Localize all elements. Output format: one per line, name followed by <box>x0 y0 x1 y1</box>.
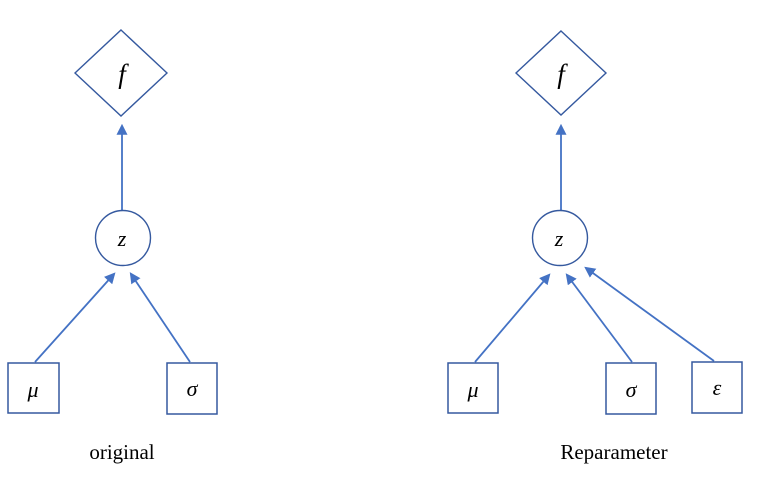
edge-mu-to-z <box>34 272 116 363</box>
z-label: z <box>117 226 127 251</box>
f-diamond <box>73 29 169 117</box>
sigma-label: σ <box>187 376 199 401</box>
z-label: z <box>554 226 564 251</box>
diagram-original: f z μ σ original <box>7 29 218 464</box>
caption-reparameter: Reparameter <box>560 440 667 464</box>
sigma-box <box>166 362 218 415</box>
caption-original: original <box>89 440 154 464</box>
sigma-label: σ <box>626 377 638 402</box>
z-circle <box>94 209 152 267</box>
sigma-box <box>605 362 657 415</box>
mu-label: μ <box>26 377 38 402</box>
mu-label: μ <box>466 377 478 402</box>
edge-sigma-to-z <box>565 273 633 363</box>
edge-mu-to-z <box>474 273 551 363</box>
f-label: f <box>557 59 568 89</box>
epsilon-box <box>691 361 743 414</box>
edge-sigma-to-z <box>129 272 191 363</box>
f-label: f <box>118 59 129 89</box>
epsilon-label: ε <box>713 375 722 400</box>
z-circle <box>531 209 589 267</box>
diagram-reparameter: f z μ σ ε Reparameter <box>447 30 743 464</box>
f-diamond <box>514 30 608 116</box>
edge-epsilon-to-z <box>584 266 715 362</box>
mu-box <box>447 362 499 414</box>
mu-box <box>7 362 60 414</box>
